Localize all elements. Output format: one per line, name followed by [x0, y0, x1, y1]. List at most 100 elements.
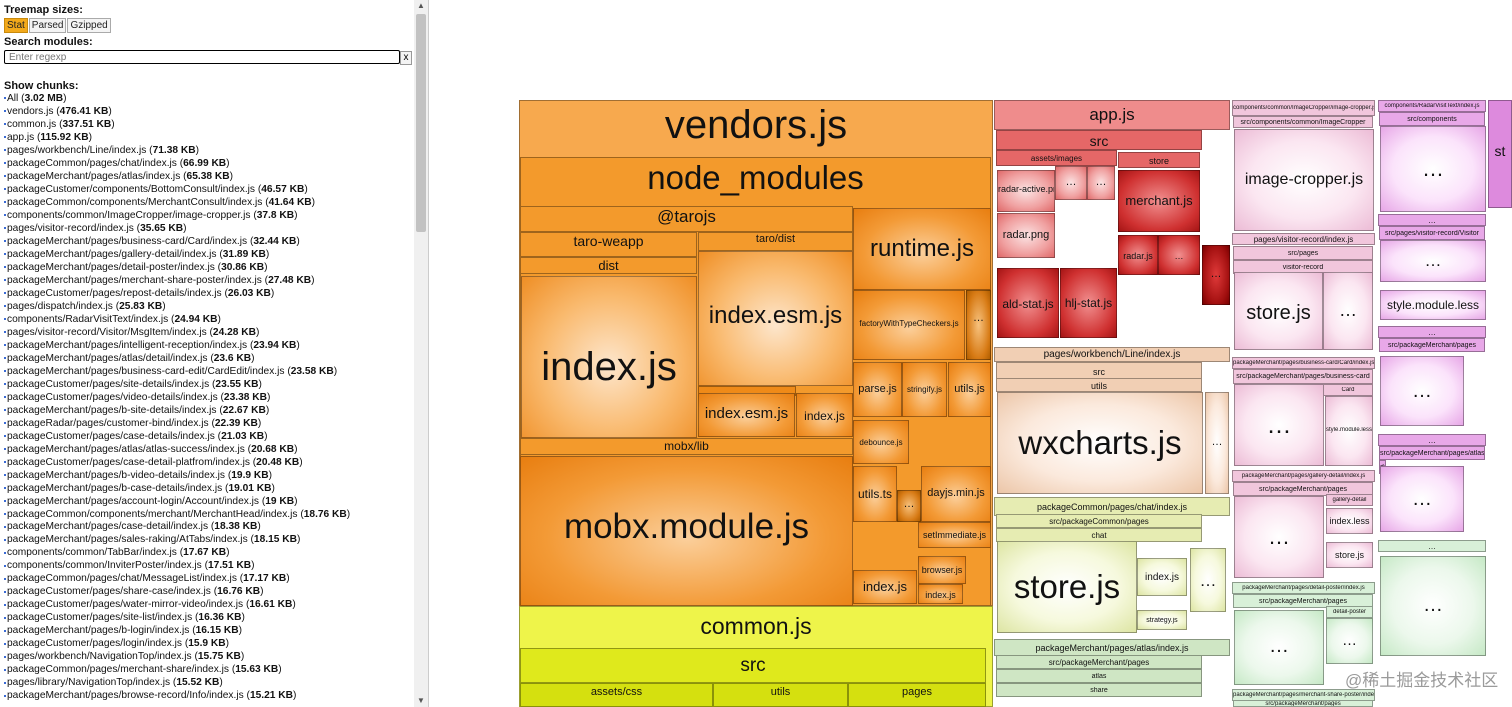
- treemap-cell[interactable]: src: [996, 130, 1202, 150]
- treemap-cell[interactable]: index.less: [1326, 508, 1373, 534]
- chunk-checkbox[interactable]: [4, 421, 6, 424]
- chunk-item[interactable]: packageCustomer/pages/site-details/index…: [4, 379, 410, 392]
- chunk-item[interactable]: packageRadar/pages/customer-bind/index.j…: [4, 418, 410, 431]
- treemap-cell[interactable]: …: [1378, 214, 1486, 226]
- treemap-cell[interactable]: components/common/ImageCropper/image-cro…: [1232, 100, 1375, 116]
- chunk-checkbox[interactable]: [4, 240, 6, 243]
- chunk-item[interactable]: packageMerchant/pages/browse-record/Info…: [4, 690, 410, 703]
- treemap-cell[interactable]: src/packageMerchant/pages/business-card: [1233, 369, 1373, 384]
- treemap-cell[interactable]: …: [1380, 556, 1486, 656]
- treemap-cell[interactable]: store: [1118, 152, 1200, 168]
- chunk-item[interactable]: packageMerchant/pages/b-login/index.js (…: [4, 625, 410, 638]
- chunk-item[interactable]: packageMerchant/pages/merchant-share-pos…: [4, 275, 410, 288]
- chunk-item[interactable]: pages/dispatch/index.js (25.83 KB): [4, 301, 410, 314]
- treemap-cell[interactable]: taro-weapp: [520, 232, 697, 257]
- treemap-cell[interactable]: …: [1380, 356, 1464, 426]
- chunk-checkbox[interactable]: [4, 603, 6, 606]
- chunk-checkbox[interactable]: [4, 525, 6, 528]
- treemap-cell[interactable]: packageMerchant/pages/gallery-detail/ind…: [1232, 470, 1375, 482]
- chunk-checkbox[interactable]: [4, 123, 6, 126]
- chunk-item[interactable]: components/common/TabBar/index.js (17.67…: [4, 547, 410, 560]
- chunk-checkbox[interactable]: [4, 97, 6, 100]
- chunk-item[interactable]: components/common/ImageCropper/image-cro…: [4, 210, 410, 223]
- treemap-cell[interactable]: atlas: [996, 669, 1202, 683]
- chunk-checkbox[interactable]: [4, 564, 6, 567]
- scroll-down-arrow-icon[interactable]: ▼: [417, 696, 425, 705]
- treemap-cell[interactable]: …: [1380, 240, 1486, 282]
- chunk-checkbox[interactable]: [4, 279, 6, 282]
- treemap-cell[interactable]: src/packageMerchant/pages/atlas: [1379, 446, 1485, 460]
- treemap-cell[interactable]: store.js: [997, 541, 1137, 633]
- chunk-item[interactable]: packageMerchant/pages/atlas/index.js (65…: [4, 171, 410, 184]
- treemap-cell[interactable]: style.module.less: [1380, 290, 1486, 320]
- chunk-item[interactable]: packageMerchant/pages/atlas/detail/index…: [4, 353, 410, 366]
- treemap-cell[interactable]: …: [1380, 126, 1486, 212]
- sidebar-scrollbar[interactable]: ▲ ▼: [414, 0, 428, 707]
- chunk-checkbox[interactable]: [4, 538, 6, 541]
- chunk-item[interactable]: packageCustomer/pages/case-details/index…: [4, 431, 410, 444]
- chunk-checkbox[interactable]: [4, 292, 6, 295]
- chunk-checkbox[interactable]: [4, 110, 6, 113]
- treemap-cell[interactable]: strategy.js: [1137, 610, 1187, 630]
- treemap-cell[interactable]: packageMerchant/pages/business-card/Card…: [1232, 357, 1375, 369]
- treemap-cell[interactable]: …: [1234, 496, 1324, 578]
- treemap-cell[interactable]: …: [1205, 392, 1229, 494]
- chunk-item[interactable]: packageCustomer/pages/share-case/index.j…: [4, 586, 410, 599]
- treemap-cell[interactable]: …: [966, 290, 991, 360]
- treemap-cell[interactable]: src/pages: [1233, 246, 1373, 260]
- chunk-item[interactable]: packageMerchant/pages/business-card/Card…: [4, 236, 410, 249]
- chunk-checkbox[interactable]: [4, 357, 6, 359]
- chunk-item[interactable]: packageCommon/components/MerchantConsult…: [4, 197, 410, 210]
- chunk-checkbox[interactable]: [4, 149, 6, 152]
- scroll-up-arrow-icon[interactable]: ▲: [417, 1, 425, 10]
- parsed-size-button[interactable]: Parsed: [28, 18, 67, 33]
- chunk-checkbox[interactable]: [4, 551, 6, 554]
- treemap-cell[interactable]: share: [996, 683, 1202, 697]
- treemap-cell[interactable]: store.js: [1326, 542, 1373, 568]
- treemap-cell[interactable]: src/pages/visitor-record/Visitor: [1379, 226, 1485, 240]
- treemap-cell[interactable]: style.module.less: [1325, 396, 1373, 466]
- treemap-cell[interactable]: browser.js: [918, 556, 966, 584]
- chunk-checkbox[interactable]: [4, 408, 6, 411]
- chunk-checkbox[interactable]: [4, 655, 6, 658]
- chunk-item[interactable]: pages/workbench/NavigationTop/index.js (…: [4, 651, 410, 664]
- treemap-cell[interactable]: pages/workbench/Line/index.js: [994, 347, 1230, 362]
- treemap-cell[interactable]: …: [1378, 434, 1486, 446]
- chunk-item[interactable]: packageMerchant/pages/account-login/Acco…: [4, 496, 410, 509]
- treemap-cell[interactable]: index.js: [853, 570, 917, 604]
- treemap-cell[interactable]: parse.js: [853, 362, 902, 417]
- chunk-checkbox[interactable]: [4, 434, 6, 437]
- gzipped-size-button[interactable]: Gzipped: [67, 18, 111, 33]
- treemap-cell[interactable]: index.js: [1137, 558, 1187, 596]
- chunk-item[interactable]: packageCustomer/pages/repost-details/ind…: [4, 288, 410, 301]
- chunk-checkbox[interactable]: [4, 577, 6, 580]
- treemap-cell[interactable]: src/packageMerchant/pages: [1233, 594, 1373, 608]
- treemap-cell[interactable]: st: [1488, 100, 1512, 208]
- treemap-cell[interactable]: chat: [996, 528, 1202, 542]
- chunk-item[interactable]: All (3.02 MB): [4, 93, 410, 106]
- search-modules-input[interactable]: [4, 50, 400, 64]
- chunk-checkbox[interactable]: [4, 694, 6, 697]
- chunk-checkbox[interactable]: [4, 460, 6, 463]
- chunk-item[interactable]: packageMerchant/pages/business-card-edit…: [4, 366, 410, 379]
- treemap-cell[interactable]: …: [897, 490, 921, 522]
- chunk-item[interactable]: packageMerchant/pages/gallery-detail/ind…: [4, 249, 410, 262]
- chunk-item[interactable]: packageCustomer/pages/water-mirror-video…: [4, 599, 410, 612]
- chunk-checkbox[interactable]: [4, 642, 6, 645]
- chunk-item[interactable]: pages/library/NavigationTop/index.js (15…: [4, 677, 410, 690]
- chunk-checkbox[interactable]: [4, 344, 6, 347]
- treemap-cell[interactable]: src/packageMerchant/pages: [1233, 700, 1373, 707]
- treemap-cell[interactable]: setImmediate.js: [918, 522, 991, 548]
- treemap-cell[interactable]: …: [1378, 326, 1486, 338]
- chunk-item[interactable]: pages/workbench/Line/index.js (71.38 KB): [4, 145, 410, 158]
- chunk-item[interactable]: packageCommon/components/merchant/Mercha…: [4, 509, 410, 522]
- chunk-item[interactable]: components/RadarVisitText/index.js (24.9…: [4, 314, 410, 327]
- treemap-cell[interactable]: radar.js: [1118, 235, 1158, 275]
- chunk-checkbox[interactable]: [4, 266, 6, 269]
- chunk-item[interactable]: app.js (115.92 KB): [4, 132, 410, 145]
- chunk-checkbox[interactable]: [4, 395, 6, 398]
- treemap-cell[interactable]: src/packageCommon/pages: [996, 514, 1202, 528]
- treemap-cell[interactable]: stringify.js: [902, 362, 947, 417]
- treemap-cell[interactable]: src/components/common/ImageCropper: [1233, 116, 1373, 128]
